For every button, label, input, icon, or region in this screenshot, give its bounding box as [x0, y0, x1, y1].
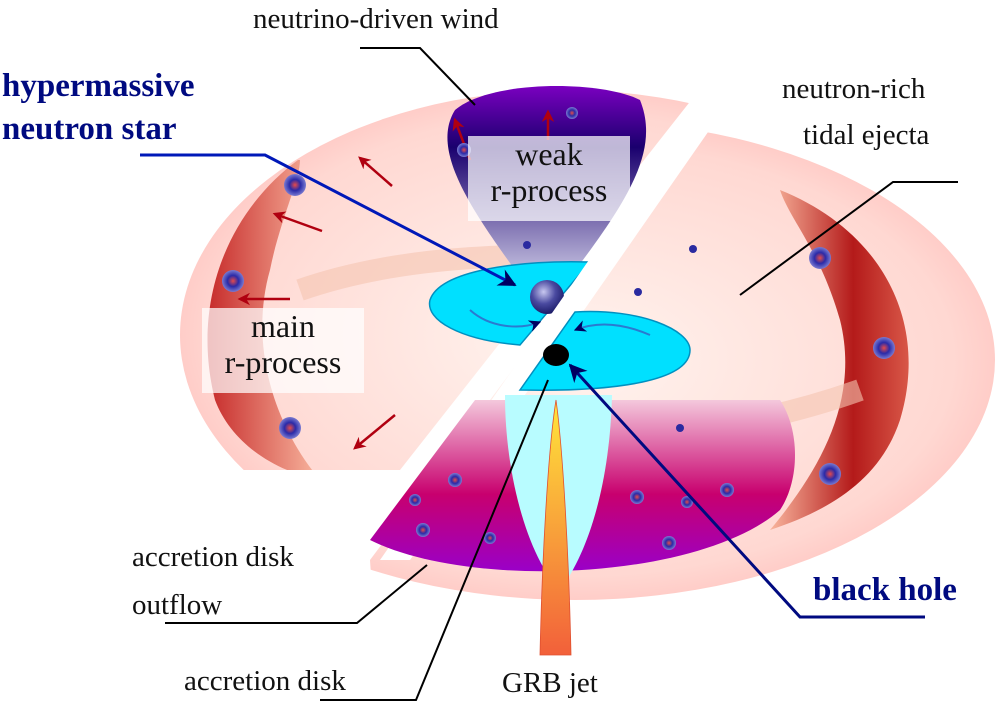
grb-jet: [539, 399, 572, 656]
leader-lines: [140, 47, 958, 701]
label-black-hole: black hole: [813, 572, 957, 608]
heavy-nuclei: [222, 107, 895, 550]
label-hypermassive-neutron-star-2: neutron star: [2, 111, 177, 147]
label-accretion-disk-outflow-2: outflow: [132, 589, 223, 621]
weak-r-process-line2: r-process: [490, 172, 608, 208]
label-neutron-rich: neutron-rich: [782, 73, 926, 105]
main-r-process-line1: main: [251, 308, 315, 344]
weak-r-process-box: weak r-process: [468, 136, 630, 221]
lower-accretion-disk: [518, 310, 691, 391]
weak-r-process-line1: weak: [515, 136, 583, 172]
label-hypermassive-neutron-star-1: hypermassive: [2, 68, 195, 104]
ejecta-arrows: [237, 109, 555, 450]
label-grb-jet: GRB jet: [502, 667, 598, 699]
label-accretion-disk-outflow-1: accretion disk: [132, 541, 294, 573]
hypermassive-neutron-star: [530, 280, 564, 314]
main-r-process-line2: r-process: [224, 344, 342, 380]
label-tidal-ejecta: tidal ejecta: [803, 119, 930, 151]
main-r-process-box: main r-process: [202, 308, 364, 393]
black-hole: [543, 344, 569, 366]
label-accretion-disk: accretion disk: [184, 665, 346, 697]
label-neutrino-driven-wind: neutrino-driven wind: [253, 3, 499, 35]
